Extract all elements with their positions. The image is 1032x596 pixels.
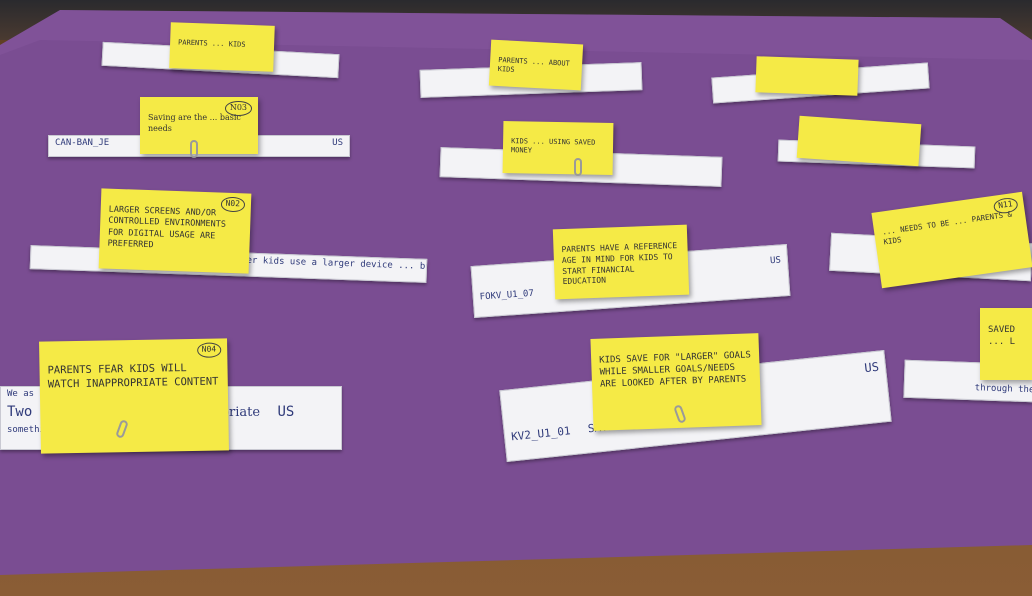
sticky-note: SAVED ... L — [980, 308, 1032, 380]
sticky-note: N02 LARGER SCREENS AND/OR CONTROLLED ENV… — [98, 188, 252, 274]
note-text: LARGER SCREENS AND/OR CONTROLLED ENVIRON… — [107, 204, 227, 251]
note-text: KIDS SAVE FOR "LARGER" GOALS WHILE SMALL… — [599, 350, 752, 390]
strip-text: through the — [974, 383, 1032, 396]
strip-country: US — [277, 403, 295, 420]
sticky-note: N03 Saving are the ... basic needs — [140, 97, 258, 154]
sticky-note — [755, 56, 859, 96]
note-text: PARENTS ... KIDS — [177, 38, 246, 49]
paper-clip — [190, 140, 198, 158]
strip-text: something — [7, 424, 56, 435]
sticky-note: N04 PARENTS FEAR KIDS WILL WATCH INAPPRO… — [39, 338, 229, 454]
note-text: Saving are the ... basic needs — [148, 113, 241, 133]
sticky-note: KIDS ... USING SAVED MONEY — [502, 121, 614, 175]
note-text: PARENTS FEAR KIDS WILL WATCH INAPPROPRIA… — [47, 362, 219, 391]
note-id: N03 — [224, 101, 252, 116]
strip-text: We as — [7, 389, 35, 399]
strip-country: US — [769, 255, 782, 267]
strip-id: CAN-BAN_JE — [55, 138, 110, 148]
sticky-note: PARENTS HAVE A REFERENCE AGE IN MIND FOR… — [552, 224, 690, 300]
note-id: N02 — [220, 196, 246, 213]
strip-country: US — [332, 138, 343, 148]
strip-id: KV2_U1_01 — [510, 424, 572, 444]
note-text: SAVED ... L — [988, 325, 1016, 348]
sticky-note — [796, 115, 922, 167]
sticky-note: PARENTS ... ABOUT KIDS — [488, 39, 584, 91]
note-text: ... NEEDS TO BE ... PARENTS & KIDS — [881, 209, 1013, 247]
paper-clip — [574, 158, 582, 176]
strip-id: FOKV_U1_07 — [479, 288, 535, 303]
note-id: N04 — [196, 342, 222, 358]
sticky-note: PARENTS ... KIDS — [169, 22, 275, 72]
note-text: PARENTS ... ABOUT KIDS — [497, 56, 570, 75]
note-text: PARENTS HAVE A REFERENCE AGE IN MIND FOR… — [561, 241, 678, 287]
strip-country: US — [863, 359, 880, 376]
strip-text: Two — [7, 403, 33, 420]
note-text: KIDS ... USING SAVED MONEY — [510, 137, 596, 155]
